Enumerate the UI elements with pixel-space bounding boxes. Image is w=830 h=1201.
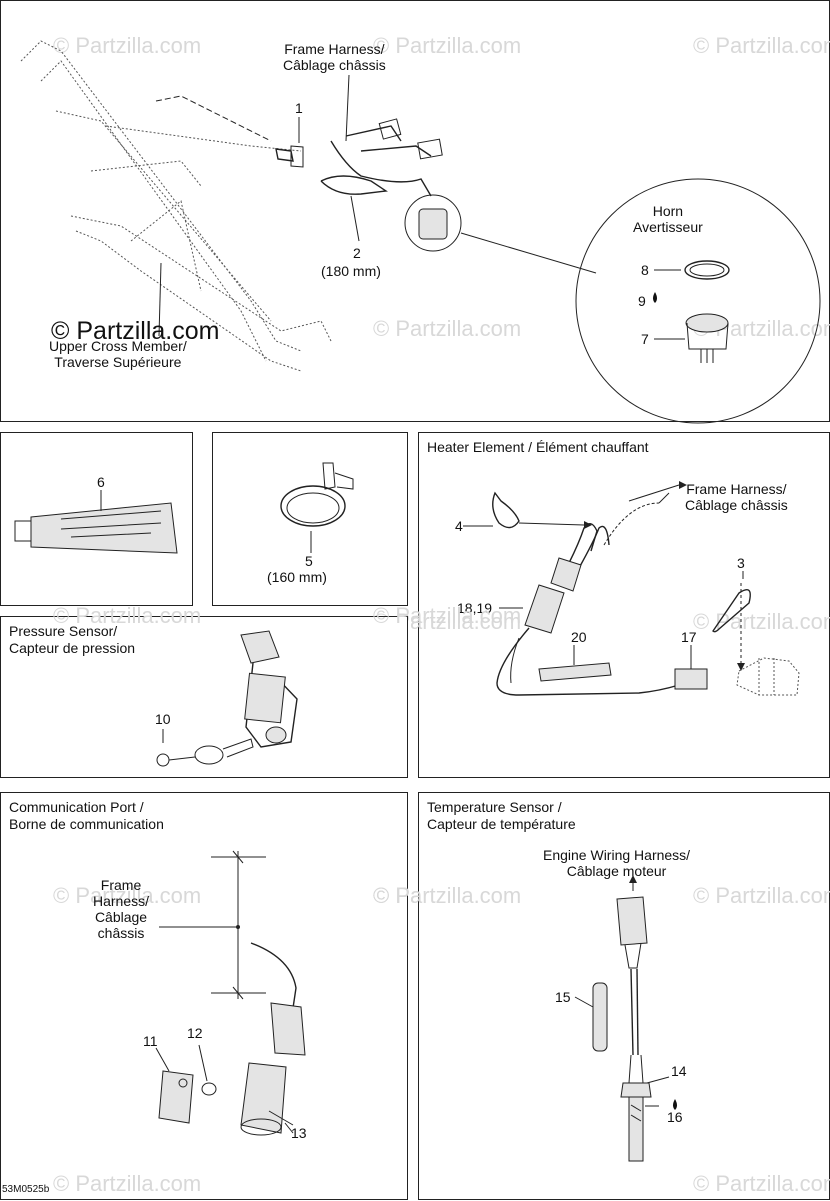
heater-title: Heater Element / Élément chauffant xyxy=(427,439,649,455)
callout-2: 2 xyxy=(353,245,361,261)
clamp-drawing xyxy=(280,462,354,553)
callout-1: 1 xyxy=(295,100,303,116)
callout-15: 15 xyxy=(555,989,571,1005)
heater-drawing xyxy=(463,481,800,696)
watermark: © Partzilla.com xyxy=(373,603,522,628)
callout-12: 12 xyxy=(187,1025,203,1041)
callout-4: 4 xyxy=(455,518,463,534)
watermark: © Partzilla.com xyxy=(373,33,522,58)
tube-drawing xyxy=(14,490,178,554)
sealant-tube-panel: 6 xyxy=(0,432,193,606)
watermark: © Partzilla.com xyxy=(693,33,830,58)
horn-label: Horn Avertisseur xyxy=(633,203,703,235)
watermark: © Partzilla.com xyxy=(53,1171,202,1196)
callout-2-size: (180 mm) xyxy=(321,263,381,279)
comm-drawing xyxy=(155,850,306,1136)
watermark: © Partzilla.com xyxy=(693,609,830,634)
callout-7: 7 xyxy=(641,331,649,347)
watermark: © Partzilla.com xyxy=(53,883,202,908)
upper-cross-member-label: Upper Cross Member/ Traverse Supérieure xyxy=(49,338,187,370)
callout-14: 14 xyxy=(671,1063,687,1079)
partzilla-watermark: © Partzilla.com xyxy=(51,317,220,345)
callout-3: 3 xyxy=(737,555,745,571)
callout-11: 11 xyxy=(143,1033,158,1049)
temperature-sensor-panel: Temperature Sensor / Capteur de températ… xyxy=(373,792,830,1200)
callout-16: 16 xyxy=(667,1109,683,1125)
watermark: © Partzilla.com xyxy=(53,603,202,628)
pressure-drawing xyxy=(156,630,298,767)
communication-port-panel: Communication Port / Borne de communicat… xyxy=(0,792,521,1200)
frame-drawing xyxy=(20,40,821,424)
callout-5: 5 xyxy=(305,553,313,569)
watermark: © Partzilla.com xyxy=(693,883,830,908)
clamp-panel: © Partzilla.com 5 (160 mm) xyxy=(212,432,408,606)
callout-17: 17 xyxy=(681,629,697,645)
diagram-code: 53M0525b xyxy=(2,1184,50,1195)
engine-wiring-harness-label: Engine Wiring Harness/ Câblage moteur xyxy=(543,847,691,879)
callout-10: 10 xyxy=(155,711,171,727)
callout-5-size: (160 mm) xyxy=(267,569,327,585)
temp-title: Temperature Sensor / Capteur de températ… xyxy=(427,799,576,832)
comm-frame-harness-label: Frame Harness/ Câblage châssis xyxy=(93,877,150,941)
callout-13: 13 xyxy=(291,1125,307,1141)
watermark: © Partzilla.com xyxy=(373,316,522,341)
main-diagram-panel: © Partzilla.com © Partzilla.com © Partzi… xyxy=(0,0,830,424)
pressure-sensor-panel: Pressure Sensor/ Capteur de pression © P… xyxy=(0,603,521,778)
callout-18-19: 18,19 xyxy=(457,600,493,616)
callout-6: 6 xyxy=(97,474,105,490)
watermark: © Partzilla.com xyxy=(693,1171,830,1196)
temp-drawing xyxy=(574,875,677,1162)
pressure-title: Pressure Sensor/ Capteur de pression xyxy=(9,623,136,656)
watermark: © Partzilla.com xyxy=(373,883,522,908)
callout-20: 20 xyxy=(571,629,587,645)
heater-frame-harness-label: Frame Harness/ Câblage châssis xyxy=(685,481,788,513)
comm-title: Communication Port / Borne de communicat… xyxy=(9,799,164,832)
heater-element-panel: Heater Element / Élément chauffant © Par… xyxy=(373,432,830,778)
watermark: © Partzilla.com xyxy=(53,33,202,58)
frame-harness-label: Frame Harness/ Câblage châssis xyxy=(283,41,386,73)
callout-8: 8 xyxy=(641,262,649,278)
callout-9: 9 xyxy=(638,293,646,309)
